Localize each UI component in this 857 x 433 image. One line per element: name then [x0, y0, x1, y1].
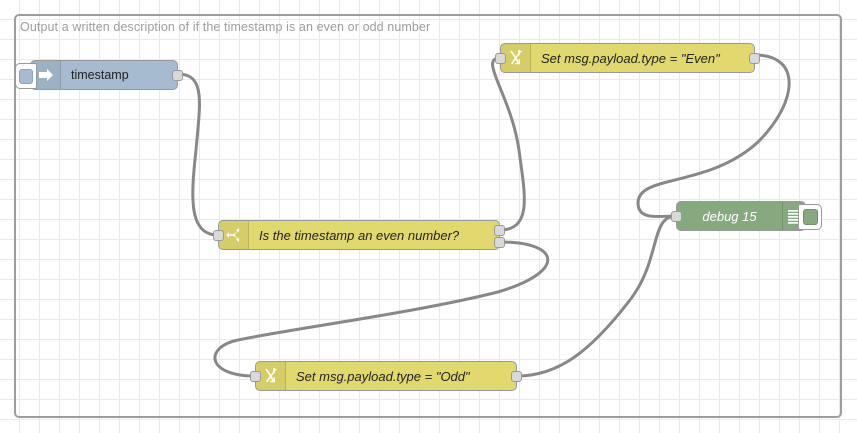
change-even-output-port-0[interactable] [749, 53, 760, 64]
node-change-odd[interactable]: Set msg.payload.type = "Odd" [250, 361, 522, 391]
change-odd-output-port-0[interactable] [511, 371, 522, 382]
node-change-even[interactable]: Set msg.payload.type = "Even" [495, 43, 760, 73]
inject-node-label: timestamp [71, 68, 129, 82]
node-debug-15[interactable]: debug 15 [671, 201, 822, 231]
node-inject-timestamp[interactable]: timestamp [15, 60, 183, 90]
change-odd-node-label: Set msg.payload.type = "Odd" [296, 368, 470, 384]
change-even-input-port-0[interactable] [495, 53, 506, 64]
switch-output-port-1[interactable] [494, 237, 505, 248]
switch-branch-icon [219, 221, 249, 249]
inject-trigger-button[interactable] [15, 63, 37, 89]
switch-input-port-0[interactable] [213, 230, 224, 241]
node-switch-even[interactable]: Is the timestamp an even number? [213, 220, 505, 250]
flow-group-frame[interactable] [14, 14, 842, 418]
switch-node-label: Is the timestamp an even number? [259, 227, 460, 243]
debug-node-label: debug 15 [702, 208, 757, 224]
debug-button-square-icon [802, 209, 818, 225]
switch-output-port-0[interactable] [494, 225, 505, 236]
flow-group-title: Output a written description of if the t… [20, 20, 431, 34]
change-swap-icon [256, 362, 286, 390]
inject-output-port-0[interactable] [172, 70, 183, 81]
debug-input-port-0[interactable] [671, 211, 682, 222]
debug-lines-icon [782, 202, 805, 230]
change-odd-input-port-0[interactable] [250, 371, 261, 382]
change-swap-icon [501, 44, 531, 72]
inject-button-square-icon [19, 68, 33, 84]
debug-toggle-button[interactable] [798, 204, 822, 230]
change-even-node-label: Set msg.payload.type = "Even" [541, 50, 720, 66]
